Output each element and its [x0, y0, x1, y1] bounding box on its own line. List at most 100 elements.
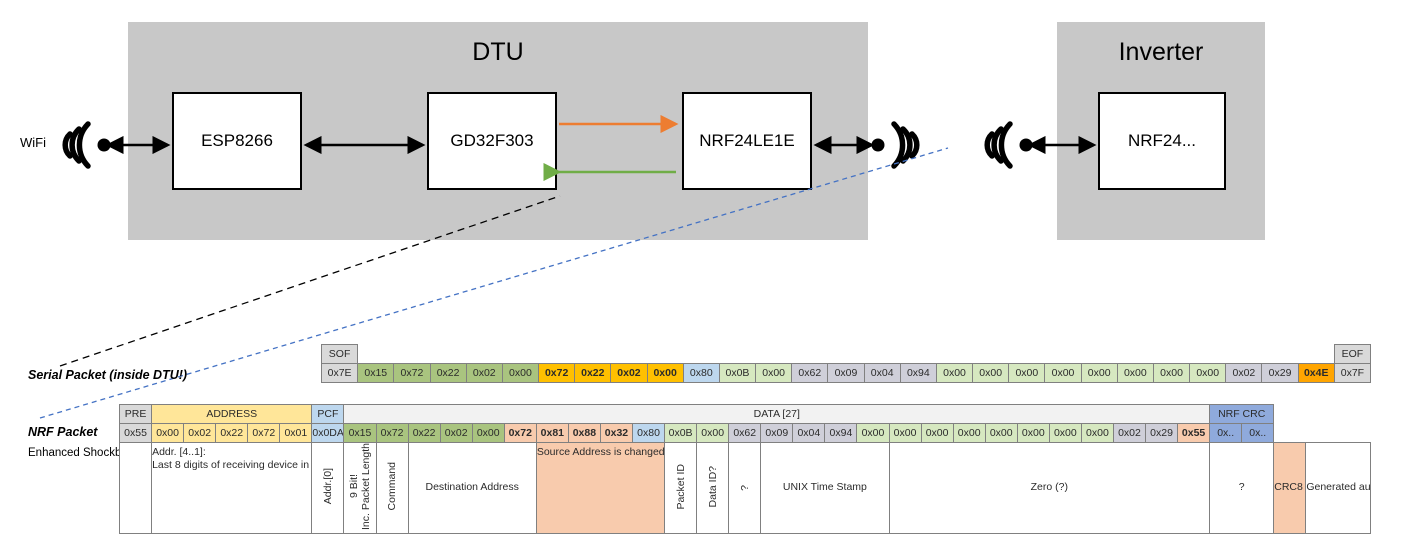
- nrf-note-2: Addr.[0]: [311, 442, 345, 534]
- nrf-byte-18: 0x00: [696, 423, 730, 443]
- nrf-byte-23: 0x00: [856, 423, 890, 443]
- nrf-byte-25: 0x00: [920, 423, 954, 443]
- nrf-byte-27: 0x00: [984, 423, 1018, 443]
- nrf-note-vertical-text-7: Packet ID: [674, 463, 687, 510]
- nrf-byte-4: 0x72: [247, 423, 281, 443]
- serial-byte-26: 0x29: [1261, 363, 1299, 383]
- nrf-byte-5: 0x01: [279, 423, 313, 443]
- nrf-note-10: UNIX Time Stamp: [760, 442, 890, 534]
- chip-nrf24le1e: NRF24LE1E: [682, 92, 812, 190]
- chip-nrf24: NRF24...: [1098, 92, 1226, 190]
- chip-gd32f303: GD32F303: [427, 92, 557, 190]
- nrf-byte-7: 0x15: [343, 423, 377, 443]
- serial-byte-8: 0x02: [610, 363, 648, 383]
- nrf-header-cell-3: DATA [27]: [343, 404, 1211, 424]
- nrf-byte-22: 0x94: [824, 423, 858, 443]
- serial-header-row: SOF EOF: [320, 344, 1372, 364]
- nrf-byte-34: 0x..: [1209, 423, 1243, 443]
- serial-byte-25: 0x02: [1225, 363, 1263, 383]
- dtu-title: DTU: [472, 38, 524, 66]
- nrf-notes-row: Addr. [4..1]:Last 8 digits of receiving …: [118, 442, 1371, 534]
- nrf-note-3: 9 Bit!Inc. Packet Length: [343, 442, 377, 534]
- nrf-byte-9: 0x22: [407, 423, 441, 443]
- inverter-title: Inverter: [1118, 38, 1204, 66]
- serial-header-cell-1: [358, 345, 1335, 364]
- nrf-header-cell-1: ADDRESS: [151, 404, 313, 424]
- serial-packet-label: Serial Packet (inside DTU!): [28, 368, 188, 382]
- nrf-note-12: ?: [1209, 442, 1275, 534]
- nrf-byte-13: 0x81: [535, 423, 569, 443]
- serial-byte-12: 0x00: [755, 363, 793, 383]
- nrf-header-cell-4: NRF CRC: [1209, 404, 1275, 424]
- serial-byte-2: 0x72: [393, 363, 431, 383]
- serial-byte-6: 0x72: [538, 363, 576, 383]
- serial-byte-11: 0x0B: [718, 363, 757, 383]
- nrf-byte-30: 0x00: [1080, 423, 1114, 443]
- nrf-note-6: Source Address is changed to DTU serial …: [535, 442, 666, 534]
- nrf-byte-20: 0x09: [760, 423, 794, 443]
- nrf-byte-17: 0x0B: [664, 423, 698, 443]
- serial-byte-15: 0x04: [863, 363, 901, 383]
- nrf-note-vertical-text-8: Data ID?: [706, 465, 719, 508]
- nrf-note-4: Command: [375, 442, 409, 534]
- serial-byte-18: 0x00: [972, 363, 1010, 383]
- serial-header-cell-0: SOF: [320, 344, 359, 364]
- nrf-byte-10: 0x02: [439, 423, 473, 443]
- nrf-note-vertical-text-3: 9 Bit!Inc. Packet Length: [347, 443, 372, 530]
- nrf-byte-35: 0x..: [1241, 423, 1275, 443]
- nrf-byte-29: 0x00: [1048, 423, 1082, 443]
- serial-byte-23: 0x00: [1152, 363, 1191, 383]
- nrf-note-14: Generated automatically. Dont Care!: [1305, 442, 1371, 534]
- nrf-note-8: Data ID?: [696, 442, 730, 534]
- nrf-byte-2: 0x02: [183, 423, 217, 443]
- nrf-note-vertical-text-9: ?: [738, 485, 751, 491]
- serial-byte-24: 0x00: [1189, 363, 1227, 383]
- inverter-enclosure: Inverter: [1057, 22, 1265, 240]
- nrf-note-1: Addr. [4..1]:Last 8 digits of receiving …: [151, 442, 313, 534]
- serial-byte-9: 0x00: [646, 363, 684, 383]
- nrf-byte-28: 0x00: [1016, 423, 1050, 443]
- serial-byte-28: 0x7F: [1333, 363, 1372, 383]
- nrf-byte-0: 0x55: [118, 423, 153, 443]
- nrf-header-cell-0: PRE: [118, 404, 153, 424]
- serial-byte-7: 0x22: [574, 363, 612, 383]
- nrf-byte-12: 0x72: [503, 423, 537, 443]
- nrf-byte-1: 0x00: [151, 423, 185, 443]
- nrf-byte-16: 0x80: [631, 423, 666, 443]
- nrf-byte-6: 0x0DA: [311, 423, 345, 443]
- nrf-note-vertical-text-2: Addr.[0]: [321, 468, 334, 505]
- serial-byte-13: 0x62: [791, 363, 829, 383]
- serial-byte-21: 0x00: [1080, 363, 1118, 383]
- nrf-note-vertical-text-4: Command: [386, 462, 398, 511]
- nrf-byte-32: 0x29: [1144, 423, 1179, 443]
- nrf-byte-24: 0x00: [888, 423, 922, 443]
- nrf-byte-31: 0x02: [1112, 423, 1147, 443]
- nrf-note-0: [118, 442, 153, 534]
- nrf-byte-3: 0x22: [215, 423, 249, 443]
- serial-byte-22: 0x00: [1116, 363, 1154, 383]
- nrf-note-13: CRC8 recalc. !: [1273, 442, 1307, 534]
- serial-byte-10: 0x80: [682, 363, 720, 383]
- chip-esp8266: ESP8266: [172, 92, 302, 190]
- nrf-note-9: ?: [728, 442, 762, 534]
- nrf-packet-label: NRF Packet: [28, 425, 98, 439]
- nrf-note-11: Zero (?): [888, 442, 1211, 534]
- nrf-byte-14: 0x88: [567, 423, 601, 443]
- nrf-byte-11: 0x00: [471, 423, 505, 443]
- nrf-byte-15: 0x32: [599, 423, 634, 443]
- serial-byte-27: 0x4E: [1297, 363, 1335, 383]
- serial-eof-header: EOF: [1333, 344, 1372, 364]
- serial-byte-14: 0x09: [827, 363, 865, 383]
- nrf-note-7: Packet ID: [664, 442, 698, 534]
- nrf-header-cell-2: PCF: [311, 404, 345, 424]
- serial-byte-16: 0x94: [899, 363, 937, 383]
- nrf-byte-33: 0x55: [1177, 423, 1211, 443]
- block-diagram: DTU Inverter ESP8266 GD32F303 NRF24LE1E …: [20, 22, 1265, 240]
- wifi-label: WiFi: [20, 135, 46, 150]
- serial-byte-20: 0x00: [1044, 363, 1082, 383]
- serial-byte-1: 0x15: [357, 363, 395, 383]
- nrf-byte-19: 0x62: [728, 423, 762, 443]
